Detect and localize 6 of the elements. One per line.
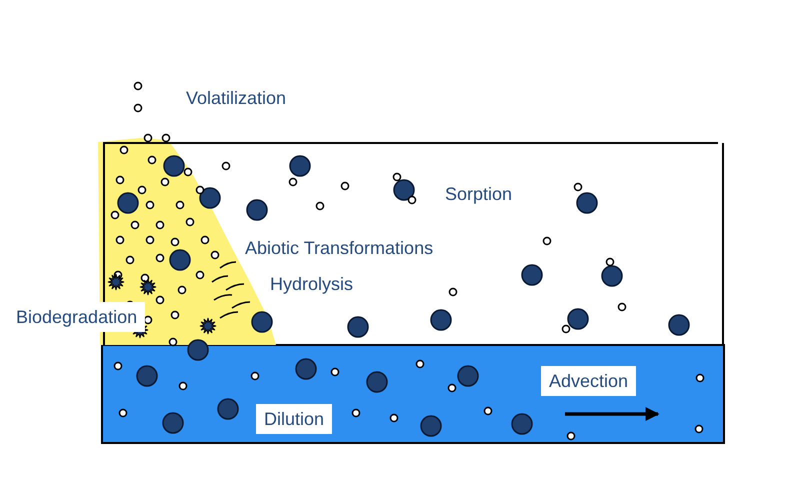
process-label: Abiotic Transformations (245, 237, 434, 259)
process-label: Volatilization (186, 87, 286, 109)
process-label: Advection (541, 366, 636, 396)
process-label: Hydrolysis (270, 273, 354, 295)
process-label: Dilution (256, 404, 332, 434)
process-label: Sorption (445, 183, 512, 205)
